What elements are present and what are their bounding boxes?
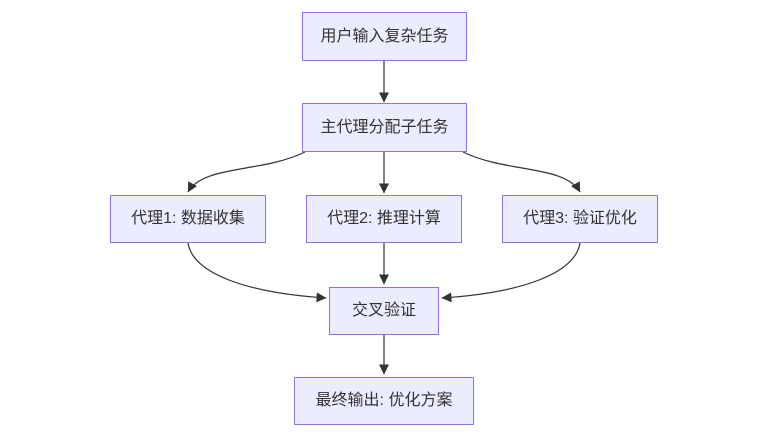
edge-main-agent-to-agent3 <box>462 151 581 193</box>
node-agent3-label: 代理3: 验证优化 <box>523 210 637 228</box>
node-agent1-label: 代理1: 数据收集 <box>131 210 245 228</box>
edge-agent3-to-cross-validation <box>441 242 581 303</box>
node-cross-validation: 交叉验证 <box>329 287 439 335</box>
node-final-output: 最终输出: 优化方案 <box>294 377 474 425</box>
node-main-agent-label: 主代理分配子任务 <box>320 118 449 136</box>
node-agent3-validation: 代理3: 验证优化 <box>502 195 658 243</box>
edge-agent1-to-cross-validation <box>187 242 327 303</box>
node-agent2-reasoning: 代理2: 推理计算 <box>306 195 462 243</box>
node-main-agent: 主代理分配子任务 <box>302 103 467 152</box>
node-user-input: 用户输入复杂任务 <box>302 12 467 61</box>
node-agent1-data-collection: 代理1: 数据收集 <box>110 195 266 243</box>
node-cross-validation-label: 交叉验证 <box>351 302 416 320</box>
node-agent2-label: 代理2: 推理计算 <box>327 210 441 228</box>
node-user-input-label: 用户输入复杂任务 <box>320 27 449 45</box>
node-final-output-label: 最终输出: 优化方案 <box>315 392 453 410</box>
edge-main-agent-to-agent1 <box>187 151 306 193</box>
